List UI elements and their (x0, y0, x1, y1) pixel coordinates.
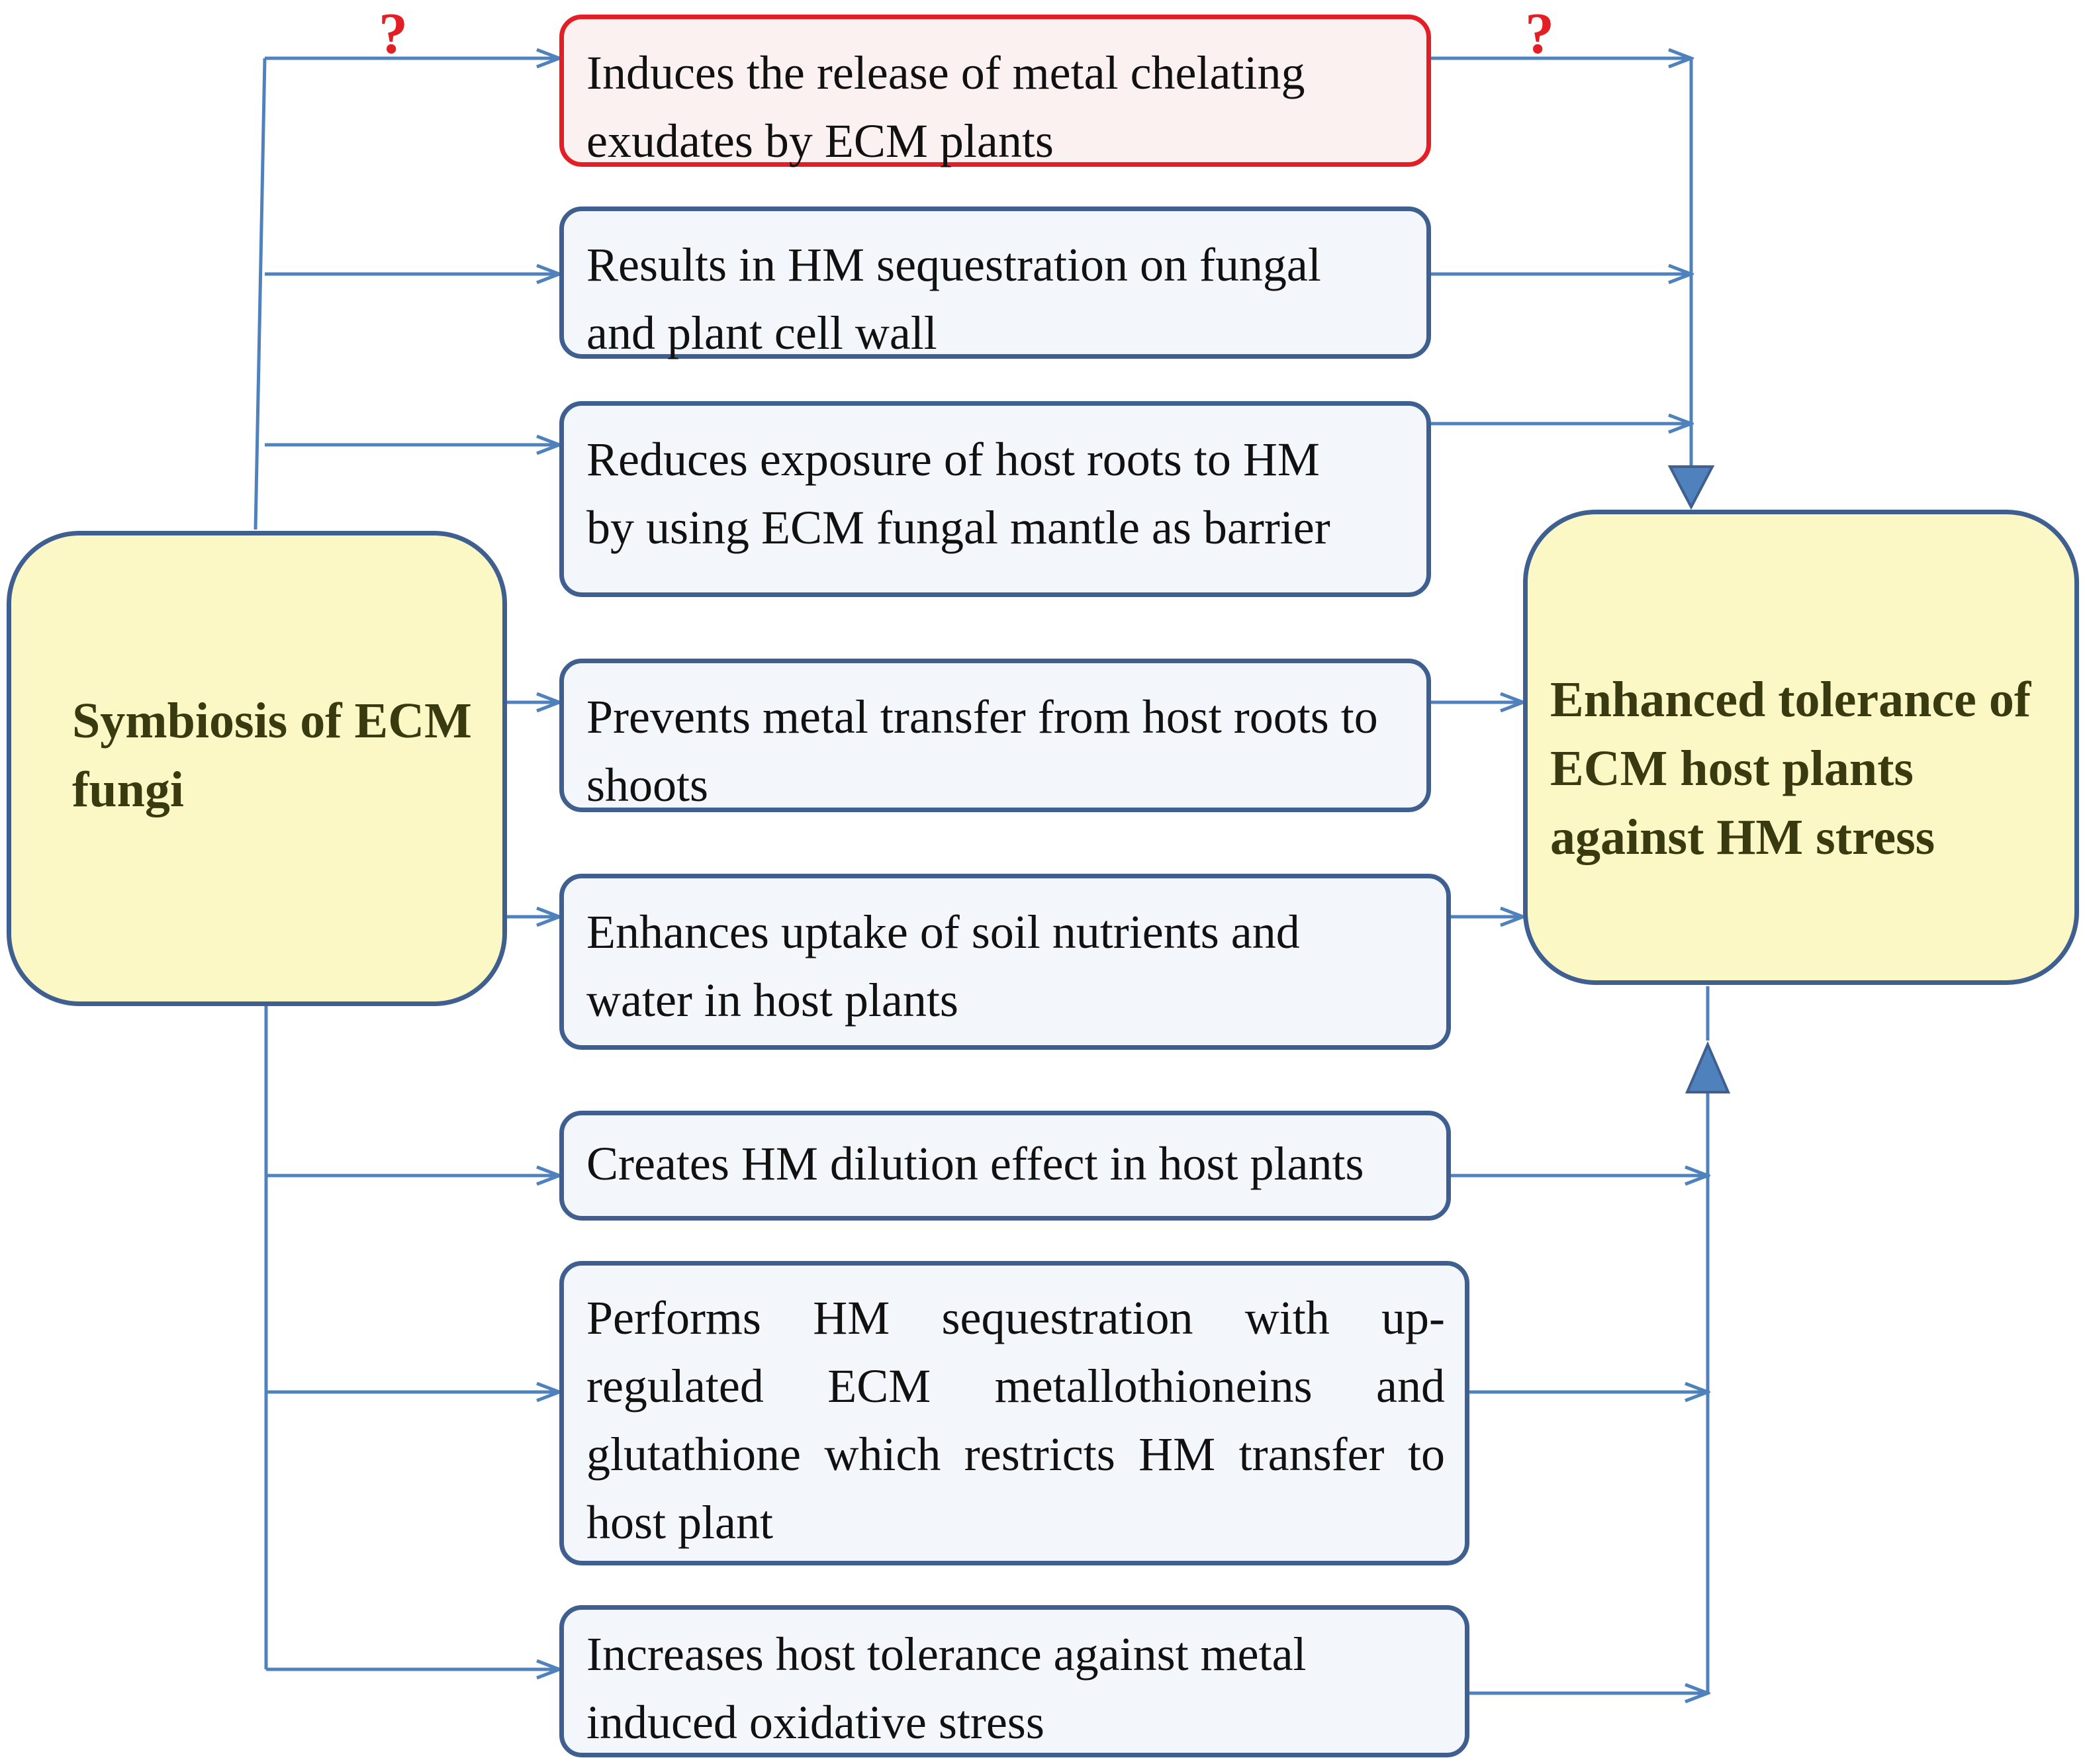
target-node-enhanced-tolerance: Enhanced tolerance of ECM host plants ag… (1523, 510, 2079, 985)
mechanism-box-1: Induces the release of metal chelating e… (559, 15, 1431, 167)
arrowhead-down-into-target (1667, 465, 1715, 510)
source-node-label: Symbiosis of ECM fungi (72, 693, 472, 817)
mechanism-box-5: Enhances uptake of soil nutrients and wa… (559, 874, 1451, 1050)
arrowhead-up-into-target (1685, 1041, 1731, 1093)
source-node-symbiosis-ecm-fungi: Symbiosis of ECM fungi (7, 531, 507, 1006)
mechanism-box-4: Prevents metal transfer from host roots … (559, 659, 1431, 812)
target-node-label: Enhanced tolerance of ECM host plants ag… (1550, 672, 2031, 865)
mechanism-box-7: Performs HM sequestration with up-regula… (559, 1261, 1469, 1565)
question-mark-left: ? (379, 2, 408, 66)
mechanism-box-8: Increases host tolerance against metal i… (559, 1605, 1469, 1757)
question-mark-right: ? (1525, 2, 1554, 66)
mechanism-box-6: Creates HM dilution effect in host plant… (559, 1111, 1451, 1221)
left-upper-trunk (254, 58, 267, 530)
mechanism-box-3: Reduces exposure of host roots to HM by … (559, 401, 1431, 597)
mechanism-box-2: Results in HM sequestration on fungal an… (559, 207, 1431, 359)
